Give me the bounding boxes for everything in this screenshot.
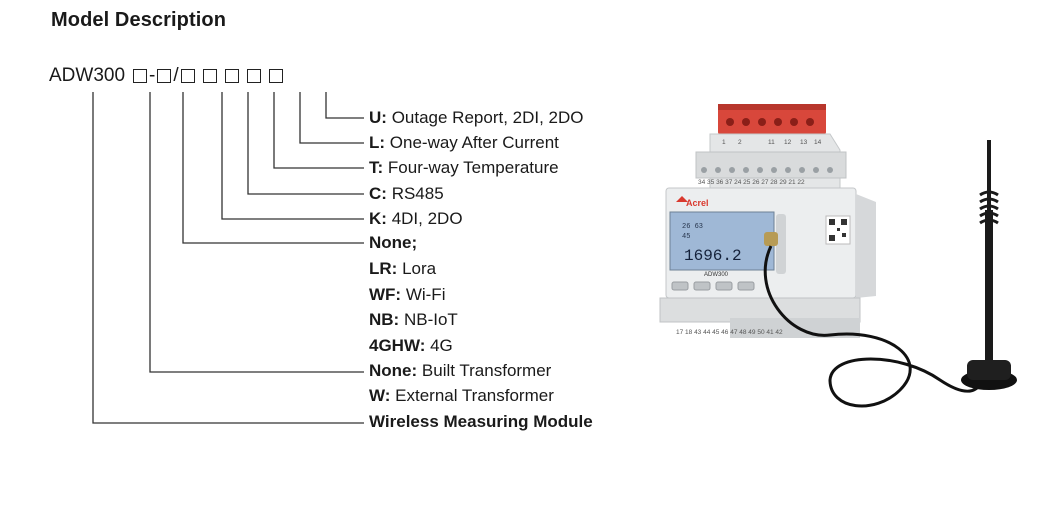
leader-line-c <box>247 92 364 195</box>
code-box-2 <box>157 69 172 83</box>
svg-text:34 35 36 37 24 25 26 27 28 29: 34 35 36 37 24 25 26 27 28 29 21 22 <box>698 179 805 186</box>
antenna-cable <box>763 232 987 408</box>
model-code: ADW300 - / <box>49 64 283 88</box>
svg-text:26 63: 26 63 <box>682 223 703 231</box>
option-wireless-module: Wireless Measuring Module <box>369 412 593 431</box>
option-u: U: Outage Report, 2DI, 2DO <box>369 108 584 127</box>
antenna <box>961 140 1017 390</box>
svg-text:1696.2: 1696.2 <box>684 247 742 265</box>
svg-text:12: 12 <box>784 139 792 146</box>
code-separator-slash: / <box>173 65 179 86</box>
code-box-5 <box>224 69 239 83</box>
leader-line-l <box>299 92 364 144</box>
qr-code <box>825 215 851 245</box>
option-nb: NB: NB-IoT <box>369 310 458 329</box>
option-none-transformer: None: Built Transformer <box>369 361 552 380</box>
option-k: K: 4DI, 2DO <box>369 209 463 228</box>
code-box-6 <box>246 69 261 83</box>
leader-line-t <box>273 92 364 169</box>
svg-text:17 18 43 44 45 46 47 48 49 50: 17 18 43 44 45 46 47 48 49 50 41 42 <box>676 329 783 336</box>
option-w: W: External Transformer <box>369 386 554 405</box>
option-wf: WF: Wi-Fi <box>369 285 446 304</box>
option-none-comm: None; <box>369 233 418 252</box>
meter-buttons <box>671 281 755 291</box>
option-c: C: RS485 <box>369 184 444 203</box>
leader-line-module <box>92 92 364 424</box>
code-separator-dash: - <box>149 65 156 86</box>
option-4ghw: 4GHW: 4G <box>369 336 453 355</box>
leader-line-u <box>325 92 364 119</box>
option-t: T: Four-way Temperature <box>369 158 559 177</box>
svg-text:Acrel: Acrel <box>686 198 709 208</box>
code-box-3 <box>180 69 195 83</box>
leader-line-transformer <box>149 92 364 373</box>
product-image: 1 2 11 12 13 14 34 35 36 37 24 25 26 27 … <box>659 104 1017 408</box>
svg-text:14: 14 <box>814 139 822 146</box>
code-box-7 <box>268 69 283 83</box>
svg-text:45: 45 <box>682 233 690 241</box>
svg-text:11: 11 <box>768 139 775 146</box>
acrel-logo: Acrel <box>676 196 709 208</box>
page-title: Model Description <box>51 9 227 31</box>
svg-text:13: 13 <box>800 139 808 146</box>
svg-text:1: 1 <box>722 139 726 146</box>
svg-text:2: 2 <box>738 139 742 146</box>
red-terminal-block <box>718 104 826 134</box>
leader-lines <box>92 92 364 424</box>
leader-line-comm <box>182 92 364 244</box>
leader-line-k <box>221 92 364 220</box>
indicator-strip <box>776 214 786 274</box>
option-lr: LR: Lora <box>369 259 437 278</box>
model-prefix: ADW300 <box>49 65 126 86</box>
option-l: L: One-way After Current <box>369 133 559 152</box>
lcd-display: 26 63 45 1696.2 <box>669 211 775 271</box>
code-box-4 <box>202 69 217 83</box>
code-box-1 <box>133 69 148 83</box>
svg-text:ADW300: ADW300 <box>704 272 729 278</box>
